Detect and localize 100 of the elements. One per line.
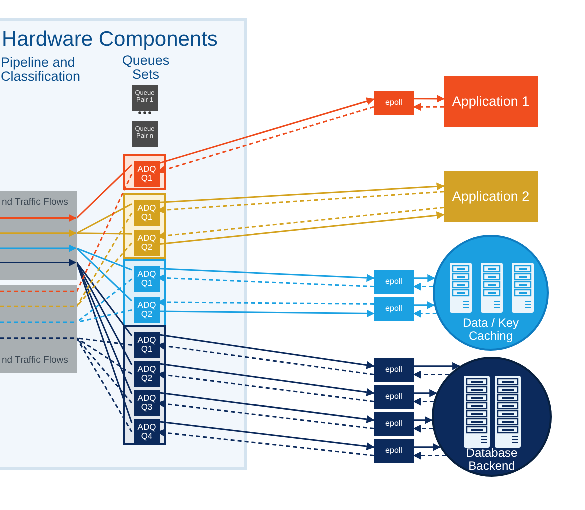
- traffic-panel: [0, 285, 77, 373]
- connector-line: [76, 248, 132, 271]
- queue-pair-box: [132, 121, 158, 147]
- epoll-box: [374, 385, 414, 409]
- arrow: [413, 424, 434, 433]
- arrow: [414, 301, 436, 310]
- arrow: [414, 443, 442, 452]
- arrow: [157, 191, 444, 214]
- arrow: [157, 206, 444, 240]
- node-label: Database Backend: [465, 447, 519, 472]
- arrow: [157, 106, 374, 174]
- epoll-box: [374, 91, 414, 115]
- connector-line: [76, 338, 132, 375]
- connector-line: [76, 262, 133, 337]
- connector-line: [76, 278, 132, 324]
- connector-line: [76, 309, 132, 324]
- node-label: nd Traffic Flows: [2, 198, 68, 208]
- arrow: [158, 334, 375, 370]
- node-label: epoll: [386, 392, 402, 402]
- connector-line: [76, 248, 133, 302]
- arrow: [158, 310, 375, 318]
- connector-line: [76, 338, 133, 433]
- node-label: epoll: [386, 278, 402, 286]
- node-label: ADQ Q4: [138, 423, 156, 441]
- arrow: [157, 298, 374, 306]
- arrow: [157, 274, 374, 288]
- arrow: [158, 363, 375, 396]
- column-heading: Pipeline and Classification: [1, 56, 82, 83]
- queue-group-box: [123, 259, 166, 328]
- node-label: ADQ Q2: [138, 234, 156, 252]
- traffic-panel: [0, 191, 77, 280]
- connector-line: [76, 174, 133, 292]
- arrow: [158, 182, 445, 204]
- queue-box: [134, 266, 160, 292]
- arrow: [413, 103, 444, 112]
- arrow: [413, 282, 434, 291]
- queue-group-box: [123, 193, 166, 259]
- node-label: nd Traffic Flows: [2, 356, 68, 366]
- queue-pair-box: [132, 85, 158, 111]
- node-label: ADQ Q2: [138, 365, 156, 383]
- node-label: ADQ Q1: [138, 270, 156, 288]
- queue-box: [134, 419, 160, 445]
- queue-box: [134, 390, 160, 416]
- node-label: Application 1: [452, 94, 530, 109]
- epoll-box: [374, 270, 414, 294]
- column-heading: Queues Sets: [121, 54, 171, 81]
- arrow: [158, 421, 375, 451]
- arrow: [158, 98, 375, 165]
- panel-title: Hardware Components: [2, 29, 218, 52]
- arrow: [414, 94, 445, 103]
- queue-group-box: [123, 154, 166, 190]
- node-label: Application 2: [452, 189, 530, 204]
- arrow: [157, 342, 374, 376]
- connector-line: [76, 262, 133, 424]
- arrow: [158, 392, 375, 424]
- arrow: [157, 400, 374, 430]
- queue-box: [134, 361, 160, 387]
- epoll-box: [374, 439, 414, 463]
- node-label: epoll: [386, 366, 402, 374]
- node-label: ADQ Q1: [138, 336, 156, 354]
- connector-line: [76, 203, 132, 234]
- queue-box: [134, 230, 160, 256]
- arrow: [414, 389, 438, 398]
- arrow: [413, 310, 437, 318]
- node-label: ADQ Q2: [138, 301, 156, 319]
- epoll-box: [374, 412, 414, 436]
- node-label: epoll: [386, 420, 402, 428]
- arrow: [158, 212, 445, 246]
- epoll-box: [374, 358, 414, 382]
- node-label: ADQ Q1: [138, 165, 156, 183]
- arrow: [413, 370, 450, 379]
- node-label: epoll: [386, 446, 402, 456]
- connector-line: [76, 232, 132, 235]
- arrow: [157, 429, 374, 457]
- node-label: epoll: [386, 98, 402, 108]
- queue-box: [134, 332, 160, 358]
- application-box: [444, 76, 538, 127]
- application-box: [444, 171, 538, 222]
- queue-group-box: [123, 325, 166, 445]
- node-label: ADQ Q3: [138, 394, 156, 412]
- arrow: [414, 416, 433, 424]
- connector-line: [76, 262, 133, 394]
- queue-box: [134, 297, 160, 323]
- epoll-box: [374, 297, 414, 321]
- node-label: Data / Key Caching: [462, 317, 520, 342]
- arrow: [413, 452, 446, 460]
- hardware-panel: [0, 18, 247, 470]
- connector-line: [76, 242, 133, 308]
- arrow: [158, 268, 375, 282]
- node-label: epoll: [386, 304, 402, 314]
- connector-line: [76, 338, 132, 346]
- arrow: [157, 371, 374, 403]
- arrow: [413, 398, 434, 406]
- connector-line: [76, 212, 133, 308]
- connector-line: [76, 164, 133, 219]
- arrow: [414, 274, 436, 282]
- queue-box: [134, 161, 160, 187]
- connector-line: [76, 262, 133, 366]
- arrow: [414, 362, 461, 370]
- queue-box: [134, 200, 160, 226]
